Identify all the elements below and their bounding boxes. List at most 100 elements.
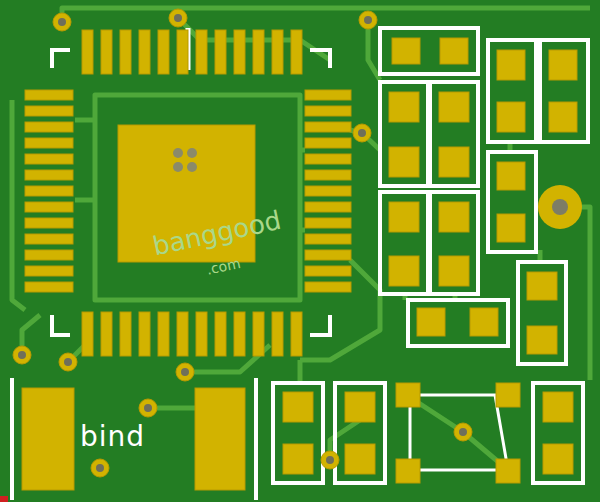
copper-pad: [25, 202, 73, 212]
copper-pad: [305, 202, 351, 212]
copper-pad: [396, 459, 420, 483]
via: [91, 459, 109, 477]
copper-pad: [305, 138, 351, 148]
copper-pad: [25, 170, 73, 180]
copper-pad: [139, 312, 150, 356]
copper-pad: [25, 138, 73, 148]
copper-pad: [158, 30, 169, 74]
copper-pad: [215, 30, 226, 74]
thermal-via: [187, 162, 197, 172]
via: [13, 346, 31, 364]
copper-pad: [497, 50, 525, 80]
copper-pad: [389, 147, 419, 177]
copper-pad: [439, 256, 469, 286]
copper-pad: [439, 92, 469, 122]
copper-pad: [497, 102, 525, 132]
copper-pad: [120, 30, 131, 74]
component-outline: [380, 28, 478, 74]
via: [353, 124, 371, 142]
via-hole: [181, 368, 189, 376]
via-hole: [96, 464, 104, 472]
copper-pad: [305, 234, 351, 244]
copper-pad: [389, 92, 419, 122]
copper-pad: [25, 122, 73, 132]
copper-traces: [12, 8, 590, 470]
copper-pad: [439, 202, 469, 232]
copper-pad: [497, 162, 525, 190]
copper-pad: [272, 30, 283, 74]
watermark: banggood: [150, 205, 284, 261]
copper-pad: [496, 459, 520, 483]
vias: [13, 9, 582, 477]
via-hole: [58, 18, 66, 26]
via: [59, 353, 77, 371]
via: [359, 11, 377, 29]
copper-pad: [196, 30, 207, 74]
copper-pad: [543, 392, 573, 422]
via: [139, 399, 157, 417]
via: [53, 13, 71, 31]
silkscreen-label: bind: [80, 420, 145, 453]
copper-pad: [177, 312, 188, 356]
copper-pad: [527, 326, 557, 354]
copper-pad: [215, 312, 226, 356]
copper-pad: [82, 312, 93, 356]
via: [454, 423, 472, 441]
copper-pad: [25, 90, 73, 100]
copper-pad: [305, 250, 351, 260]
copper-pad: [272, 312, 283, 356]
via-hole: [459, 428, 467, 436]
thermal-via: [187, 148, 197, 158]
via: [169, 9, 187, 27]
copper-pad: [470, 308, 498, 336]
via-hole: [18, 351, 26, 359]
pads: [22, 30, 577, 490]
copper-pad: [253, 30, 264, 74]
copper-pad: [158, 312, 169, 356]
copper-pad: [305, 122, 351, 132]
copper-pad: [120, 312, 131, 356]
silkscreen: [12, 28, 508, 500]
component-outline: [540, 40, 588, 142]
copper-pad: [305, 154, 351, 164]
component-outline: [533, 383, 583, 483]
copper-pad: [543, 444, 573, 474]
via: [176, 363, 194, 381]
copper-pad: [25, 218, 73, 228]
copper-pad: [25, 186, 73, 196]
component-outline: [335, 383, 385, 483]
component-outline: [380, 192, 428, 294]
copper-pad: [283, 444, 313, 474]
copper-pad: [305, 186, 351, 196]
component-outline: [430, 82, 478, 186]
copper-pad: [195, 388, 245, 490]
copper-pad: [549, 50, 577, 80]
copper-pad: [101, 30, 112, 74]
copper-pad: [440, 38, 468, 64]
component-outline: [488, 40, 536, 142]
copper-pad: [291, 312, 302, 356]
via-hole: [174, 14, 182, 22]
watermark: .com: [205, 255, 242, 278]
copper-pad: [305, 106, 351, 116]
copper-pad: [25, 282, 73, 292]
copper-pad: [25, 106, 73, 116]
copper-pad: [22, 388, 74, 490]
copper-pad: [283, 392, 313, 422]
through-hole: [538, 185, 582, 229]
copper-pad: [196, 312, 207, 356]
copper-pad: [101, 312, 112, 356]
copper-pad: [305, 266, 351, 276]
component-outline: [408, 300, 508, 346]
copper-pad: [305, 218, 351, 228]
copper-pad: [417, 308, 445, 336]
via-hole: [326, 456, 334, 464]
board-edge-mark: [0, 496, 8, 502]
copper-pad: [389, 256, 419, 286]
copper-pad: [82, 30, 93, 74]
copper-pad: [305, 90, 351, 100]
copper-pad: [25, 154, 73, 164]
component-outline: [430, 192, 478, 294]
